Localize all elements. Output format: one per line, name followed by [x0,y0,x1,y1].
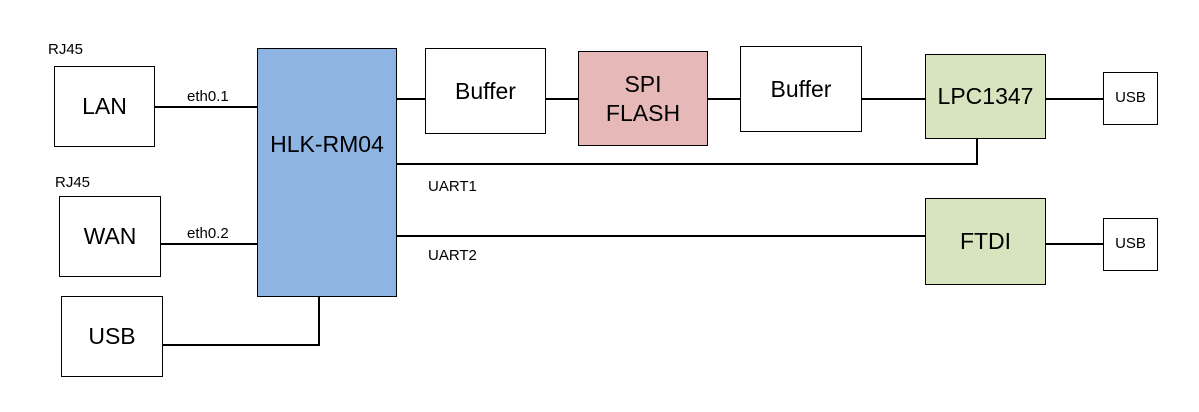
lpc1347-label: LPC1347 [937,83,1034,110]
wire-flash-buffer [707,98,741,100]
rj45-top-label: RJ45 [48,41,84,58]
spi-flash-label-line2: FLASH [605,99,681,126]
wire-uart1-horizontal [396,163,978,165]
rj45-mid-label: RJ45 [55,174,91,191]
wire-usb-module-horizontal [162,344,320,346]
hlk-rm04-module: HLK-RM04 [257,48,397,297]
wire-uart1-vertical [976,138,978,165]
wire-lan-module [154,106,258,108]
usb-bottom-label: USB [1115,235,1146,253]
usb-host-block-label: USB [88,323,136,350]
wire-ftdi-usb [1045,243,1104,245]
ftdi-label: FTDI [959,228,1012,255]
buffer-left-label: Buffer [455,77,516,104]
wan-block-label: WAN [83,223,137,250]
usb-top-label: USB [1115,89,1146,107]
buffer-right-block: Buffer [740,46,862,132]
eth02-label: eth0.2 [187,225,229,242]
wire-buffer-lpc [861,98,926,100]
wire-usb-module-vertical [318,296,320,346]
buffer-right-label: Buffer [770,75,832,102]
usb-top-block: USB [1103,72,1158,125]
spi-flash-label-line1: SPI [624,70,662,97]
usb-host-block: USB [61,296,163,377]
spi-flash-block: SPI FLASH [578,51,708,146]
lan-block-label: LAN [82,93,127,120]
usb-bottom-block: USB [1103,218,1158,271]
lpc1347-block: LPC1347 [925,54,1046,139]
ftdi-block: FTDI [925,198,1046,285]
wire-lpc-usb [1045,98,1104,100]
hlk-rm04-label: HLK-RM04 [270,131,384,158]
wire-buffer-flash [545,98,579,100]
eth01-label: eth0.1 [187,88,229,105]
lan-block: LAN [54,66,155,147]
uart1-label: UART1 [428,178,477,195]
wan-block: WAN [59,196,161,277]
wire-module-buffer [396,98,426,100]
wire-uart2 [396,235,926,237]
buffer-left-block: Buffer [425,48,546,134]
wire-wan-module [160,243,258,245]
uart2-label: UART2 [428,247,477,264]
